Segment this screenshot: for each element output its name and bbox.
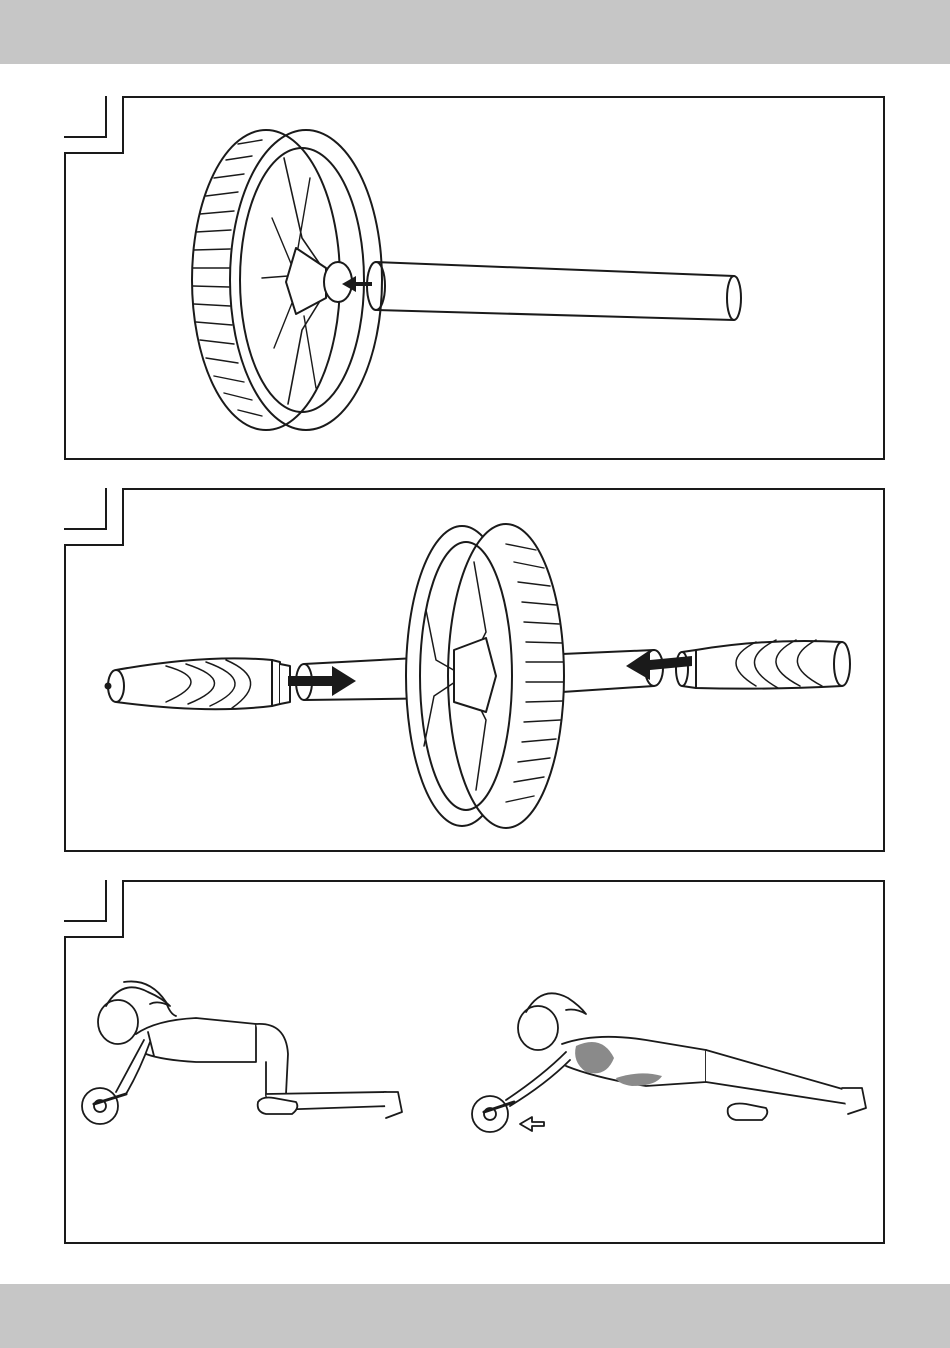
handle-grips-illustration — [66, 490, 887, 854]
figure-panel-1 — [64, 96, 885, 460]
footer-band — [0, 1284, 950, 1348]
axle-rod — [367, 262, 741, 320]
grip-right — [676, 640, 850, 689]
figure-panel-3 — [64, 880, 885, 1244]
roll-direction-arrow — [520, 1117, 544, 1131]
person-extended-position — [472, 993, 866, 1132]
exercise-illustration — [66, 882, 887, 1246]
grip-left — [106, 658, 291, 709]
person-start-position — [82, 981, 402, 1124]
figure-panel-2 — [64, 488, 885, 852]
wheel — [406, 524, 564, 828]
header-band — [0, 0, 950, 64]
wheel-axle-illustration — [66, 98, 887, 462]
